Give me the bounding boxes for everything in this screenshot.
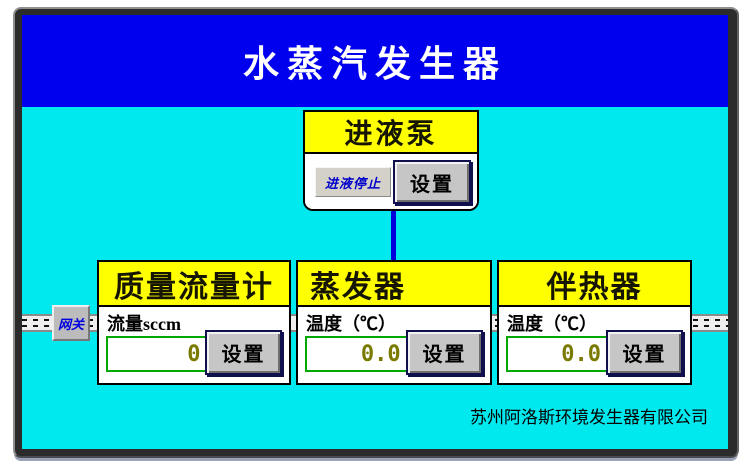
evaporator-settings-button[interactable]: 设置 (406, 330, 483, 375)
page-title: 水蒸汽发生器 (242, 44, 507, 84)
gateway-label: 网关 (57, 316, 84, 332)
heat-tracer-temp-field: 0.0 (506, 336, 612, 372)
evaporator-panel: 蒸发器 温度（℃） 0.0 设置 (296, 260, 492, 385)
evaporator-title: 蒸发器 (298, 262, 490, 307)
feed-pump-panel: 进液泵 进液停止 设置 (303, 110, 479, 211)
monitor-bezel: 水蒸汽发生器 网关 进液泵 进液停止 设置 质 (13, 7, 739, 458)
canvas: 网关 进液泵 进液停止 设置 质量流量计 流量sccm 0 (22, 107, 728, 449)
feed-pump-title: 进液泵 (305, 112, 477, 154)
hmi-screen: 水蒸汽发生器 网关 进液泵 进液停止 设置 质 (22, 15, 728, 449)
heat-tracer-settings-button[interactable]: 设置 (606, 330, 683, 375)
feed-pump-body: 进液停止 设置 (305, 154, 477, 209)
flow-label: 流量sccm (107, 314, 181, 334)
mass-flow-settings-button[interactable]: 设置 (205, 330, 282, 375)
heat-tracer-panel: 伴热器 温度（℃） 0.0 设置 (497, 260, 692, 385)
feed-pump-settings-button[interactable]: 设置 (393, 160, 471, 204)
evaporator-temp-label: 温度（℃） (306, 314, 396, 334)
heat-tracer-temp-label: 温度（℃） (507, 314, 597, 334)
mass-flow-meter-panel: 质量流量计 流量sccm 0 设置 (97, 260, 291, 385)
mass-flow-meter-title: 质量流量计 (99, 262, 289, 307)
heat-tracer-body: 温度（℃） 0.0 设置 (499, 307, 690, 383)
evaporator-body: 温度（℃） 0.0 设置 (298, 307, 490, 383)
title-bar: 水蒸汽发生器 (22, 15, 728, 107)
heat-tracer-title: 伴热器 (499, 262, 690, 307)
pump-connector-line (391, 211, 396, 262)
flow-value-field: 0 (106, 336, 211, 372)
gateway-node: 网关 (52, 305, 90, 341)
feed-stop-button[interactable]: 进液停止 (315, 167, 391, 197)
mass-flow-meter-body: 流量sccm 0 设置 (99, 307, 289, 383)
evaporator-temp-field: 0.0 (305, 336, 411, 372)
company-name: 苏州阿洛斯环境发生器有限公司 (470, 408, 708, 427)
